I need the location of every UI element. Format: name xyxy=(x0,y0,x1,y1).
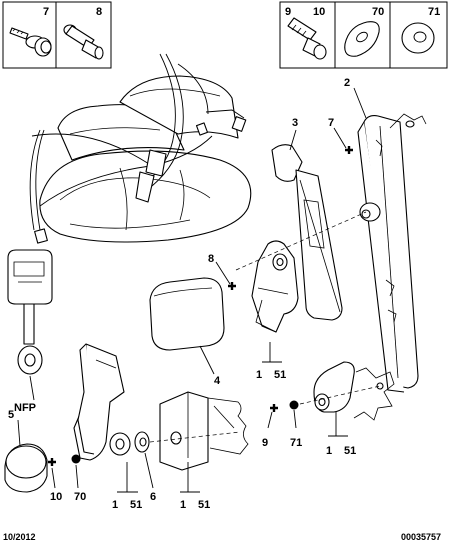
footer-ref: 00035757 xyxy=(401,532,441,542)
footer: 10/2012 00035757 xyxy=(3,532,441,542)
callout-1-center: 1 xyxy=(180,499,186,511)
callout-1-left: 1 xyxy=(112,499,118,511)
legend-num-7: 7 xyxy=(43,6,49,18)
washer-6-icon xyxy=(134,431,150,453)
legend-num-70: 70 xyxy=(372,6,384,18)
washer-71-icon xyxy=(401,22,435,54)
callout-51-mid: 51 xyxy=(274,369,286,381)
callout-51-center: 51 xyxy=(198,499,210,511)
legend-num-8: 8 xyxy=(96,6,102,18)
callout-1-right: 1 xyxy=(326,445,332,457)
anchor-bracket-center xyxy=(149,391,249,471)
fastener-symbols xyxy=(48,146,353,466)
pad-4-icon xyxy=(149,277,225,351)
callout-51-right: 51 xyxy=(344,445,356,457)
anchor-plate-8 xyxy=(251,240,299,333)
cap-5-icon xyxy=(4,443,48,493)
buckle-nfp-icon xyxy=(7,249,53,375)
legend-num-9: 9 xyxy=(285,6,291,18)
callout-51-left: 51 xyxy=(130,499,142,511)
callout-9: 9 xyxy=(262,437,268,449)
callout-4: 4 xyxy=(214,375,221,387)
anchor-bracket-right xyxy=(299,361,395,421)
spacer-8-icon xyxy=(63,24,104,60)
callout-labels: 2 3 7 8 4 5 NFP 10 70 6 9 71 1 51 1 51 1… xyxy=(8,77,356,511)
anchor-bracket-left xyxy=(73,343,131,461)
callout-71: 71 xyxy=(290,437,302,449)
trim-3-icon xyxy=(271,144,343,321)
legend-num-10: 10 xyxy=(313,6,325,18)
callout-7: 7 xyxy=(328,117,334,129)
legend-box-left: 7 8 xyxy=(2,1,112,69)
rear-seat-illustration xyxy=(29,53,252,244)
leader-lines xyxy=(17,87,367,493)
callout-nfp: NFP xyxy=(14,402,36,414)
callout-3: 3 xyxy=(292,117,298,129)
callout-8: 8 xyxy=(208,253,214,265)
callout-2: 2 xyxy=(344,77,350,89)
legend-num-71: 71 xyxy=(428,6,440,18)
bolt-9-10-icon xyxy=(287,17,327,60)
callout-5: 5 xyxy=(8,409,14,421)
screw-7-icon xyxy=(9,27,52,57)
callout-10: 10 xyxy=(50,491,62,503)
legend-box-right: 9 10 70 71 xyxy=(279,1,448,69)
rail-2-icon xyxy=(235,113,427,393)
callout-70: 70 xyxy=(74,491,86,503)
footer-date: 10/2012 xyxy=(3,532,36,542)
callout-1-mid: 1 xyxy=(256,369,262,381)
callout-6: 6 xyxy=(150,491,156,503)
washer-70-icon xyxy=(344,21,380,57)
